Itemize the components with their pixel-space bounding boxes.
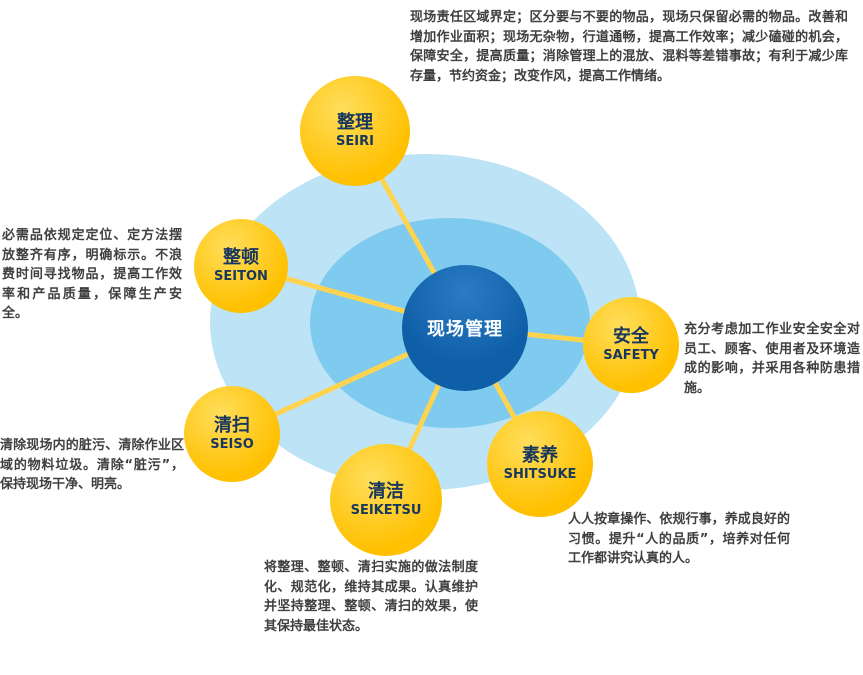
node-label-zh: 整顿 bbox=[223, 246, 259, 268]
description-seiton: 必需品依规定定位、定方法摆放整齐有序，明确标示。不浪费时间寻找物品，提高工作效率… bbox=[2, 228, 182, 321]
node-label-zh: 清扫 bbox=[214, 414, 250, 436]
node-seiton: 整顿 SEITON bbox=[194, 219, 288, 313]
node-seiri: 整理 SEIRI bbox=[300, 76, 410, 186]
center-node: 现场管理 bbox=[402, 265, 528, 391]
node-safety: 安全 SAFETY bbox=[583, 297, 679, 393]
center-label: 现场管理 bbox=[427, 319, 503, 340]
description-shitsuke: 人人按章操作、依规行事，养成良好的习惯。提升“人的品质”，培养对任何工作都讲究认… bbox=[568, 512, 790, 566]
description-seiri: 现场责任区域界定；区分要与不要的物品，现场只保留必需的物品。改善和增加作业面积；… bbox=[410, 10, 848, 84]
node-label-zh: 素养 bbox=[522, 444, 558, 466]
node-label-en: SEIRI bbox=[336, 134, 374, 150]
node-seiketsu: 清洁 SEIKETSU bbox=[330, 444, 442, 556]
node-label-en: SEITON bbox=[214, 269, 268, 285]
node-shitsuke: 素养 SHITSUKE bbox=[487, 411, 593, 517]
node-seiso: 清扫 SEISO bbox=[184, 386, 280, 482]
node-label-en: SEIKETSU bbox=[350, 503, 422, 519]
node-label-en: SAFETY bbox=[603, 348, 659, 364]
description-seiso: 清除现场内的脏污、清除作业区域的物料垃圾。清除“脏污”，保持现场干净、明亮。 bbox=[0, 438, 184, 492]
description-seiketsu: 将整理、整顿、清扫实施的做法制度化、规范化，维持其成果。认真维护并坚持整理、整顿… bbox=[264, 560, 478, 634]
node-label-zh: 清洁 bbox=[368, 480, 404, 502]
node-label-zh: 安全 bbox=[613, 325, 649, 347]
node-label-en: SHITSUKE bbox=[503, 467, 577, 483]
node-label-en: SEISO bbox=[210, 437, 254, 453]
node-label-zh: 整理 bbox=[337, 111, 373, 133]
description-safety: 充分考虑加工作业安全安全对员工、顾客、使用者及环境造成的影响，并采用各种防患措施… bbox=[684, 322, 860, 396]
